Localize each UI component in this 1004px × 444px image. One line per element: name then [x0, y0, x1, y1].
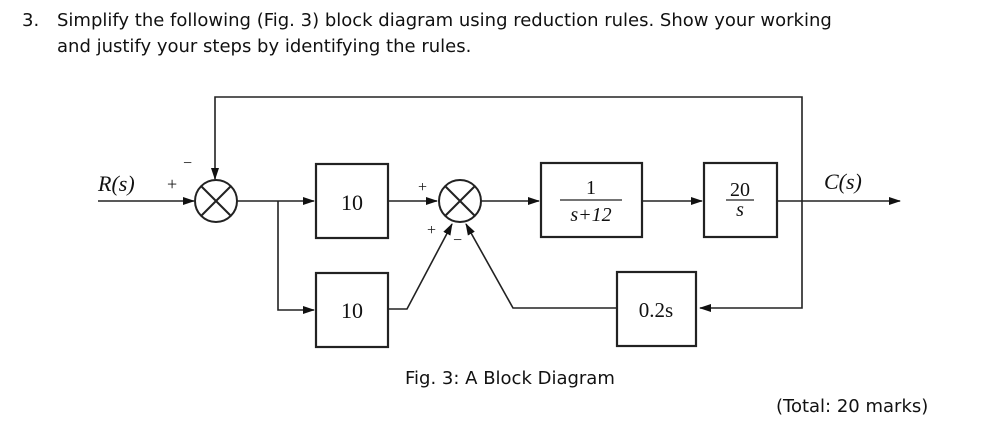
feedback-block — [615, 270, 698, 348]
plant-numerator: 1 — [586, 177, 596, 199]
summing-junction-2 — [438, 179, 482, 223]
gain-top-value: 10 — [341, 190, 363, 215]
summer-2-minus-sign: − — [453, 232, 462, 249]
integrator-numerator: 20 — [730, 179, 750, 201]
question-number: 3. — [22, 10, 40, 31]
signal-to-gain-bottom — [277, 201, 315, 314]
input-label: R(s) — [97, 171, 135, 196]
outer-feedback-line — [211, 96, 803, 201]
summer-2-plus-sign-left: + — [418, 179, 427, 196]
gain-block-bottom — [314, 271, 390, 349]
feedback-block-value: 0.2s — [639, 298, 673, 322]
plant-block — [539, 161, 644, 239]
feedback-to-summer-2 — [465, 223, 617, 309]
inner-feedback-line — [699, 201, 803, 312]
summer-2-plus-sign-bottom: + — [427, 222, 436, 239]
question-text-line1: Simplify the following (Fig. 3) block di… — [57, 10, 832, 31]
integrator-denominator: s — [736, 199, 744, 221]
output-label: C(s) — [824, 169, 862, 194]
summer-1-plus-sign: + — [167, 174, 177, 194]
summer-1-minus-sign: − — [183, 155, 192, 172]
plant-denominator: s+12 — [570, 204, 611, 226]
total-marks: (Total: 20 marks) — [776, 396, 929, 417]
gain-bottom-value: 10 — [341, 298, 363, 323]
question-text-line2: and justify your steps by identifying th… — [57, 36, 472, 57]
summing-junction-1 — [194, 179, 238, 223]
figure-caption: Fig. 3: A Block Diagram — [405, 368, 615, 389]
feed-forward-to-summer-2 — [388, 223, 453, 310]
integrator-block — [702, 161, 779, 239]
